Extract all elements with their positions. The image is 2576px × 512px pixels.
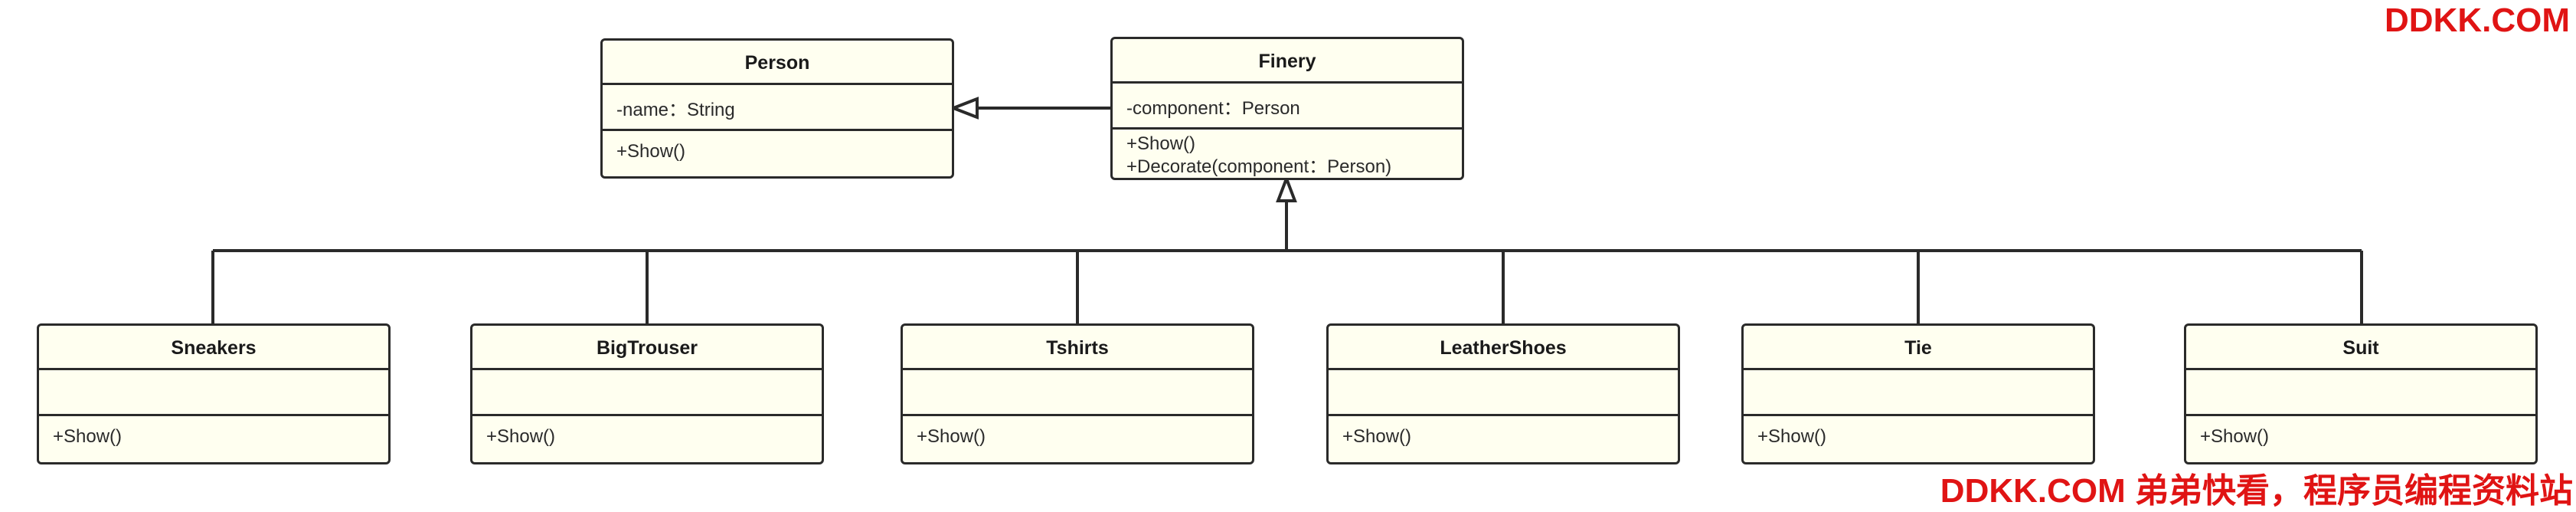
operation: +Show() bbox=[486, 426, 556, 447]
watermark-bottom-right: DDKK.COM 弟弟快看，程序员编程资料站 bbox=[1940, 472, 2573, 510]
operation-compartment: +Show() bbox=[1329, 416, 1678, 448]
class-suit[interactable]: Suit +Show() bbox=[2184, 323, 2538, 464]
operation-compartment: +Show() bbox=[39, 416, 388, 448]
attribute-compartment bbox=[472, 370, 822, 416]
generalization-arrowhead-finery bbox=[1276, 174, 1297, 202]
operation-compartment: +Show() bbox=[2186, 416, 2535, 448]
attribute: -name：String bbox=[616, 100, 735, 120]
operation: +Show() bbox=[1757, 426, 1827, 447]
attribute-compartment: -name：String bbox=[603, 85, 952, 131]
watermark-top-right: DDKK.COM bbox=[2385, 2, 2570, 39]
class-leathershoes[interactable]: LeatherShoes +Show() bbox=[1326, 323, 1680, 464]
class-tshirts[interactable]: Tshirts +Show() bbox=[901, 323, 1254, 464]
class-finery[interactable]: Finery -component：Person +Show() +Decora… bbox=[1110, 37, 1464, 180]
attribute-compartment bbox=[903, 370, 1252, 416]
operation: +Decorate(component：Person) bbox=[1126, 156, 1392, 177]
operation-compartment: +Show() bbox=[1744, 416, 2093, 448]
operation-compartment: +Show() +Decorate(component：Person) bbox=[1113, 130, 1462, 178]
class-name: LeatherShoes bbox=[1329, 326, 1678, 370]
operation: +Show() bbox=[2200, 426, 2270, 447]
operation: +Show() bbox=[1342, 426, 1412, 447]
class-name: Finery bbox=[1113, 39, 1462, 84]
operation-compartment: +Show() bbox=[603, 131, 952, 163]
attribute-compartment bbox=[1329, 370, 1678, 416]
class-name: Tie bbox=[1744, 326, 2093, 370]
class-name: Person bbox=[603, 41, 952, 85]
class-person[interactable]: Person -name：String +Show() bbox=[600, 38, 954, 179]
attribute-compartment bbox=[2186, 370, 2535, 416]
class-name: Sneakers bbox=[39, 326, 388, 370]
operation: +Show() bbox=[1126, 133, 1196, 154]
class-name: Suit bbox=[2186, 326, 2535, 370]
connectors-layer bbox=[211, 97, 2363, 325]
operation-compartment: +Show() bbox=[472, 416, 822, 448]
class-name: Tshirts bbox=[903, 326, 1252, 370]
attribute-compartment bbox=[39, 370, 388, 416]
generalization-arrowhead-person bbox=[949, 97, 979, 120]
operation: +Show() bbox=[616, 141, 686, 162]
class-name: BigTrouser bbox=[472, 326, 822, 370]
operation: +Show() bbox=[53, 426, 123, 447]
operation: +Show() bbox=[917, 426, 986, 447]
attribute: -component：Person bbox=[1126, 98, 1300, 119]
operation-compartment: +Show() bbox=[903, 416, 1252, 448]
class-tie[interactable]: Tie +Show() bbox=[1741, 323, 2095, 464]
class-bigtrouser[interactable]: BigTrouser +Show() bbox=[470, 323, 824, 464]
attribute-compartment bbox=[1744, 370, 2093, 416]
attribute-compartment: -component：Person bbox=[1113, 84, 1462, 130]
class-sneakers[interactable]: Sneakers +Show() bbox=[37, 323, 391, 464]
